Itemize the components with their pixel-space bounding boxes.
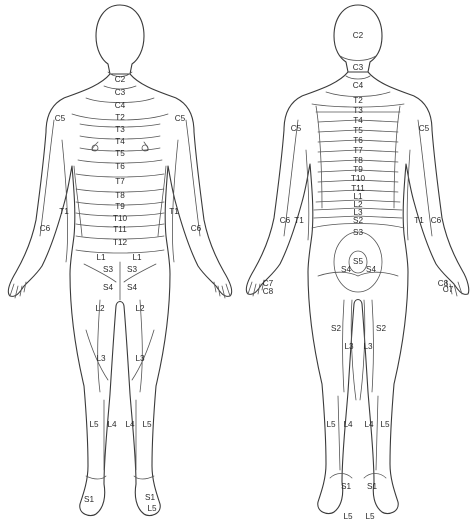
anterior-dermatome-label: C2 xyxy=(115,75,126,84)
anterior-dermatome-label: T7 xyxy=(115,177,125,186)
anterior-dermatome-label: L4 xyxy=(125,420,135,429)
anterior-dermatome-label: C3 xyxy=(115,88,126,97)
anterior-dermatome-label: T1 xyxy=(59,207,69,216)
anterior-dermatome-label: L3 xyxy=(135,354,145,363)
posterior-dermatome-label: T10 xyxy=(351,174,366,183)
posterior-dermatome-label: L3 xyxy=(344,342,354,351)
posterior-dermatome-label: T2 xyxy=(353,96,363,105)
posterior-dermatome-label: C7 xyxy=(443,285,454,294)
posterior-dermatome-label: S1 xyxy=(341,482,351,491)
posterior-dermatome-label: L5 xyxy=(343,512,353,521)
anterior-dermatome-label: L5 xyxy=(142,420,152,429)
anterior-dermatome-label: C5 xyxy=(175,114,186,123)
anterior-dermatome-label: C4 xyxy=(115,101,126,110)
posterior-dermatome-label: L5 xyxy=(365,512,375,521)
anterior-dermatome-label: S4 xyxy=(127,283,137,292)
anterior-dermatome-label: T6 xyxy=(115,162,125,171)
anterior-head xyxy=(96,5,144,77)
posterior-dermatome-label: S2 xyxy=(331,324,341,333)
anterior-dermatome-label: L5 xyxy=(89,420,99,429)
anterior-dermatome-label: S1 xyxy=(84,495,94,504)
anterior-dermatome-label: C5 xyxy=(55,114,66,123)
posterior-dermatome-label: S5 xyxy=(353,257,363,266)
posterior-dermatome-label: C8 xyxy=(263,287,274,296)
anterior-dermatome-label: T4 xyxy=(115,137,125,146)
anterior-dermatome-label: S4 xyxy=(103,283,113,292)
posterior-dermatome-label: S2 xyxy=(376,324,386,333)
posterior-dermatome-label: S3 xyxy=(353,228,363,237)
posterior-dermatome-label: C3 xyxy=(353,63,364,72)
posterior-dermatome-label: C4 xyxy=(353,81,364,90)
anterior-dermatome-label: L3 xyxy=(96,354,106,363)
anterior-dermatome-label: S3 xyxy=(103,265,113,274)
posterior-dermatome-label: T1 xyxy=(294,216,304,225)
posterior-dermatome-label: T5 xyxy=(353,126,363,135)
anterior-dermatome-label: C6 xyxy=(191,224,202,233)
posterior-dermatome-label: L5 xyxy=(380,420,390,429)
anterior-dermatome-label: T8 xyxy=(115,191,125,200)
posterior-dermatome-label: C6 xyxy=(280,216,291,225)
posterior-dermatome-label: S1 xyxy=(367,482,377,491)
anterior-dermatome-label: L2 xyxy=(135,304,145,313)
posterior-dermatome-label: S4 xyxy=(341,265,351,274)
anterior-dermatome-label: L4 xyxy=(107,420,117,429)
anterior-dermatome-label: L1 xyxy=(96,253,106,262)
posterior-dermatome-label: T8 xyxy=(353,156,363,165)
anterior-dermatome-label: T2 xyxy=(115,113,125,122)
anterior-dermatome-label: T11 xyxy=(113,225,127,234)
posterior-dermatome-label: C6 xyxy=(431,216,442,225)
anterior-dermatome-label: T9 xyxy=(115,202,125,211)
posterior-dermatome-label: C2 xyxy=(353,31,364,40)
anterior-dermatome-label: T5 xyxy=(115,149,125,158)
anterior-dermatome-label: T12 xyxy=(113,238,128,247)
posterior-dermatome-label: T4 xyxy=(353,116,363,125)
anterior-dermatome-label: L2 xyxy=(95,304,105,313)
anterior-dermatome-label: T3 xyxy=(115,125,125,134)
posterior-dermatome-label: S2 xyxy=(353,216,363,225)
posterior-dermatome-label: L4 xyxy=(364,420,374,429)
posterior-dermatome-label: T3 xyxy=(353,106,363,115)
posterior-dermatome-label: T7 xyxy=(353,146,363,155)
posterior-dermatome-label: T1 xyxy=(414,216,424,225)
posterior-dermatome-label: L5 xyxy=(326,420,336,429)
posterior-dermatome-label: C5 xyxy=(291,124,302,133)
posterior-dermatome-label: S4 xyxy=(366,265,376,274)
anterior-dermatome-label: C6 xyxy=(40,224,51,233)
anterior-dermatome-label: T1 xyxy=(169,207,179,216)
anterior-dermatome-label: L5 xyxy=(147,504,157,513)
posterior-dermatome-label: T6 xyxy=(353,136,363,145)
posterior-dermatome-label: T9 xyxy=(353,165,363,174)
anterior-dermatome-label: T10 xyxy=(113,214,128,223)
anterior-dermatome-label: S1 xyxy=(145,493,155,502)
posterior-dermatome-label: L4 xyxy=(343,420,353,429)
anterior-dermatome-label: S3 xyxy=(127,265,137,274)
posterior-dermatome-label: L3 xyxy=(363,342,373,351)
anterior-dermatome-label: L1 xyxy=(132,253,142,262)
posterior-dermatome-label: C5 xyxy=(419,124,430,133)
